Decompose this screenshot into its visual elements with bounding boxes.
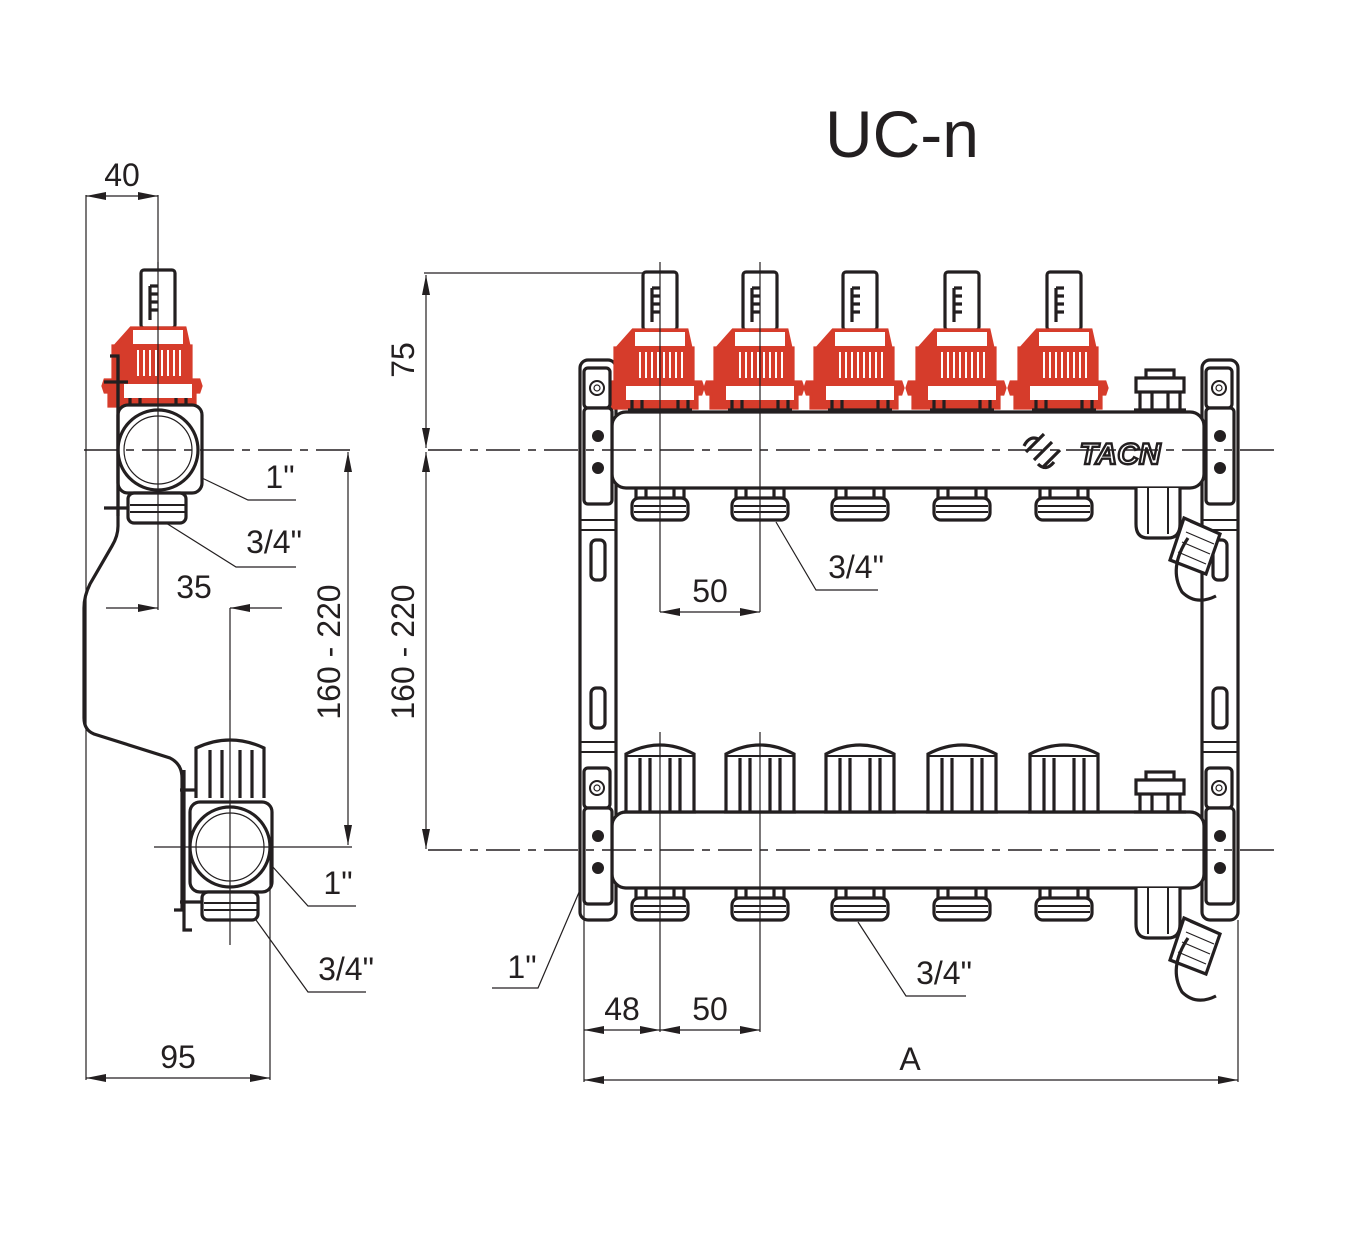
callout-bottom-outlet: 3/4"	[318, 951, 374, 987]
callout-front-top-outlet: 3/4"	[828, 549, 884, 585]
dim-bottom-width: 95	[160, 1039, 196, 1075]
side-bottom-body	[188, 738, 274, 922]
dim-top-width: 40	[104, 157, 140, 193]
dim-total-length: A	[899, 1041, 921, 1077]
callout-leader	[201, 477, 296, 501]
drain-valve-top	[1134, 488, 1222, 602]
callout-front-main: 1"	[507, 949, 536, 985]
brand-logo: TACN	[1022, 432, 1163, 472]
front-view: 75 160 - 220 TACN	[385, 262, 1275, 1084]
dim-edge-offset: 48	[604, 991, 640, 1027]
dim-offset: 35	[176, 569, 212, 605]
drawing-title: UC-n	[825, 97, 979, 171]
dim-valve-height: 75	[385, 342, 421, 378]
dim-pitch-top: 50	[692, 573, 728, 609]
side-view: 40 1" 3/4" 35	[82, 157, 374, 1082]
side-top-body	[116, 403, 204, 525]
brand-name: TACN	[1079, 438, 1161, 471]
callout-top-main: 1"	[265, 459, 294, 495]
callout-top-outlet: 3/4"	[246, 524, 302, 560]
side-bracket	[82, 354, 184, 912]
dim-front-height: 160 - 220	[385, 584, 421, 719]
dim-side-height: 160 - 220	[311, 584, 347, 719]
callout-bottom-main: 1"	[323, 865, 352, 901]
drain-valve-bottom	[1134, 888, 1222, 1002]
callout-front-bottom-outlet: 3/4"	[916, 955, 972, 991]
air-vent-bottom	[1134, 770, 1186, 814]
dim-pitch-bottom: 50	[692, 991, 728, 1027]
air-vent-top	[1134, 368, 1186, 412]
